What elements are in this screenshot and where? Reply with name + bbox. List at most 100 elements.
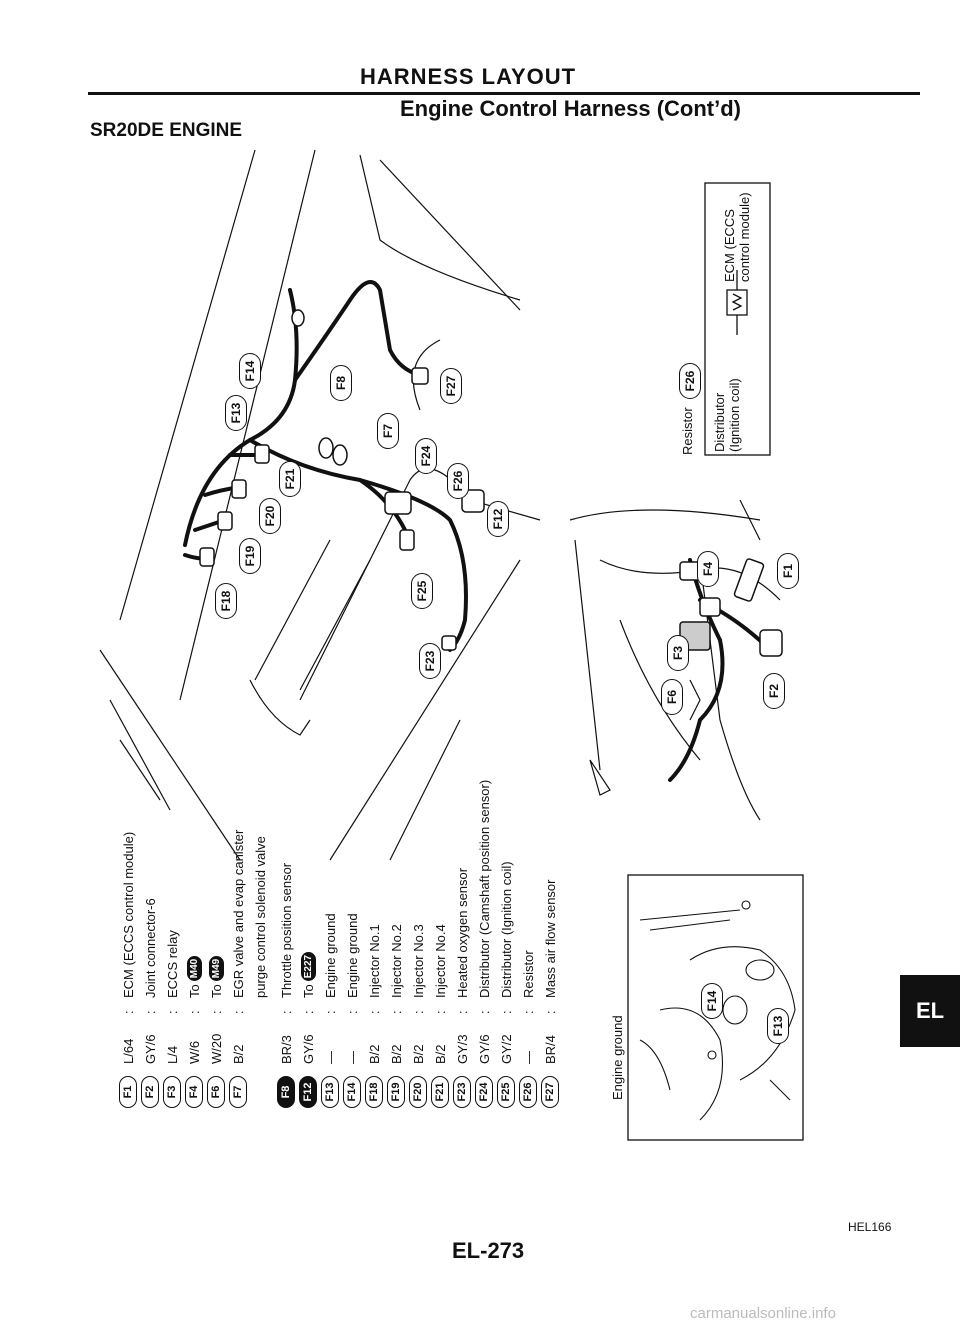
connector-badge: F2 xyxy=(141,1076,159,1108)
legend-wire: B/2 xyxy=(410,1044,426,1064)
legend-desc: Distributor (Camshaft position sensor) xyxy=(476,779,492,998)
legend-row: F7 B/2 : EGR valve and evap canister xyxy=(228,830,248,1120)
callout-F25: F25 xyxy=(411,573,433,609)
legend-row: F13 — : Engine ground xyxy=(320,913,340,1120)
legend-row: F21 B/2 : Injector No.4 xyxy=(430,924,450,1120)
resistor-label: Resistor xyxy=(680,407,695,455)
legend-row: F3 L/4 : ECCS relay xyxy=(162,930,182,1120)
legend-desc: ECCS relay xyxy=(164,930,180,998)
page-number: EL-273 xyxy=(452,1238,525,1263)
connector-badge: F4 xyxy=(185,1076,203,1108)
legend-wire: B/2 xyxy=(366,1044,382,1064)
legend-wire: B/2 xyxy=(230,1044,246,1064)
resistor-callout: F26 xyxy=(679,363,701,399)
callout-F13: F13 xyxy=(225,395,247,431)
connector-badge: F3 xyxy=(163,1076,181,1108)
legend-desc: Mass air flow sensor xyxy=(542,879,558,998)
section-tab[interactable]: EL xyxy=(900,975,960,1047)
connector-badge: F1 xyxy=(119,1076,137,1108)
to-connector-badge: M40 xyxy=(186,955,202,982)
callout-F18: F18 xyxy=(215,583,237,619)
callout-F14-inset: F14 xyxy=(701,983,723,1019)
callout-F14: F14 xyxy=(239,353,261,389)
page-title: HARNESS LAYOUT xyxy=(360,64,577,89)
legend-desc: Injector No.2 xyxy=(388,924,404,998)
page-subtitle: Engine Control Harness (Cont’d) xyxy=(400,96,741,121)
legend-row: F14 — : Engine ground xyxy=(342,913,362,1120)
legend-row: F25 GY/2 : Distributor (Ignition coil) xyxy=(496,861,516,1120)
connector-badge: F23 xyxy=(453,1076,471,1108)
legend-wire: GY/6 xyxy=(142,1034,158,1064)
callout-F13-inset: F13 xyxy=(767,1008,789,1044)
header-rule xyxy=(88,92,920,95)
legend-wire: B/2 xyxy=(432,1044,448,1064)
legend-wire: W/6 xyxy=(186,1040,202,1064)
resistor-box-right-label: ECM (ECCS control module) xyxy=(722,192,752,282)
legend-desc: Injector No.1 xyxy=(366,924,382,998)
legend-desc: Resistor xyxy=(520,950,536,998)
connector-badge: F20 xyxy=(409,1076,427,1108)
legend-desc: purge control solenoid valve xyxy=(252,836,268,998)
section-tab-label: EL xyxy=(915,998,945,1023)
legend-wire: L/64 xyxy=(120,1038,136,1064)
callout-F20: F20 xyxy=(259,498,281,534)
legend-wire: BR/4 xyxy=(542,1035,558,1064)
connector-badge: F8 xyxy=(277,1076,295,1108)
legend-desc: Heated oxygen sensor xyxy=(454,867,470,998)
watermark: carmanualsonline.info xyxy=(690,1305,836,1322)
legend-wire: GY/6 xyxy=(476,1034,492,1064)
inset-label: Engine ground xyxy=(610,1015,625,1100)
legend-desc: Engine ground xyxy=(322,913,338,998)
connector-badge: F24 xyxy=(475,1076,493,1108)
legend-wire: B/2 xyxy=(388,1044,404,1064)
callout-F7: F7 xyxy=(377,413,399,449)
legend-row: F18 B/2 : Injector No.1 xyxy=(364,924,384,1120)
legend-row: F12 GY/6 : To E227 xyxy=(298,951,318,1120)
legend-wire: — xyxy=(520,1051,536,1064)
callout-F12: F12 xyxy=(487,501,509,537)
legend-row: F24 GY/6 : Distributor (Camshaft positio… xyxy=(474,780,494,1120)
connector-badge: F13 xyxy=(321,1076,339,1108)
legend-row: F8 BR/3 : Throttle position sensor xyxy=(276,863,296,1120)
legend-desc: To xyxy=(300,984,316,998)
connector-badge: F7 xyxy=(229,1076,247,1108)
legend-row: F2 GY/6 : Joint connector-6 xyxy=(140,898,160,1120)
legend-desc: EGR valve and evap canister xyxy=(230,829,246,998)
callout-F1: F1 xyxy=(777,553,799,589)
to-connector-badge: M49 xyxy=(208,955,224,982)
legend-wire: L/4 xyxy=(164,1045,180,1064)
resistor-box-left-label: Distributor (Ignition coil) xyxy=(712,378,742,452)
connector-badge: F19 xyxy=(387,1076,405,1108)
callout-F6: F6 xyxy=(661,679,683,715)
legend-desc: Distributor (Ignition coil) xyxy=(498,861,514,998)
legend-wire: BR/3 xyxy=(278,1035,294,1064)
legend-row: F19 B/2 : Injector No.2 xyxy=(386,924,406,1120)
callout-F21: F21 xyxy=(279,461,301,497)
connector-badge: F27 xyxy=(541,1076,559,1108)
legend-wire: — xyxy=(322,1051,338,1064)
callout-F2: F2 xyxy=(763,673,785,709)
legend-desc: Injector No.4 xyxy=(432,924,448,998)
connector-badge: F25 xyxy=(497,1076,515,1108)
legend-row: F6 W/20 : To M49 xyxy=(206,955,226,1120)
legend-desc: Throttle position sensor xyxy=(278,862,294,998)
callout-F26: F26 xyxy=(447,463,469,499)
legend-desc: Injector No.3 xyxy=(410,924,426,998)
legend-row: F23 GY/3 : Heated oxygen sensor xyxy=(452,868,472,1120)
connector-badge: F14 xyxy=(343,1076,361,1108)
legend-desc: Engine ground xyxy=(344,913,360,998)
callout-F4: F4 xyxy=(697,551,719,587)
legend-row: F26 — : Resistor xyxy=(518,950,538,1120)
connector-badge: F26 xyxy=(519,1076,537,1108)
section-title: SR20DE ENGINE xyxy=(90,120,243,141)
to-connector-badge: E227 xyxy=(300,951,316,982)
callout-F23: F23 xyxy=(419,643,441,679)
legend-row: F20 B/2 : Injector No.3 xyxy=(408,924,428,1120)
callout-F24: F24 xyxy=(415,438,437,474)
legend-desc: To xyxy=(186,984,202,998)
legend-desc: To xyxy=(208,984,224,998)
legend-wire: GY/3 xyxy=(454,1034,470,1064)
legend-wire: GY/6 xyxy=(300,1034,316,1064)
legend-wire: GY/2 xyxy=(498,1034,514,1064)
